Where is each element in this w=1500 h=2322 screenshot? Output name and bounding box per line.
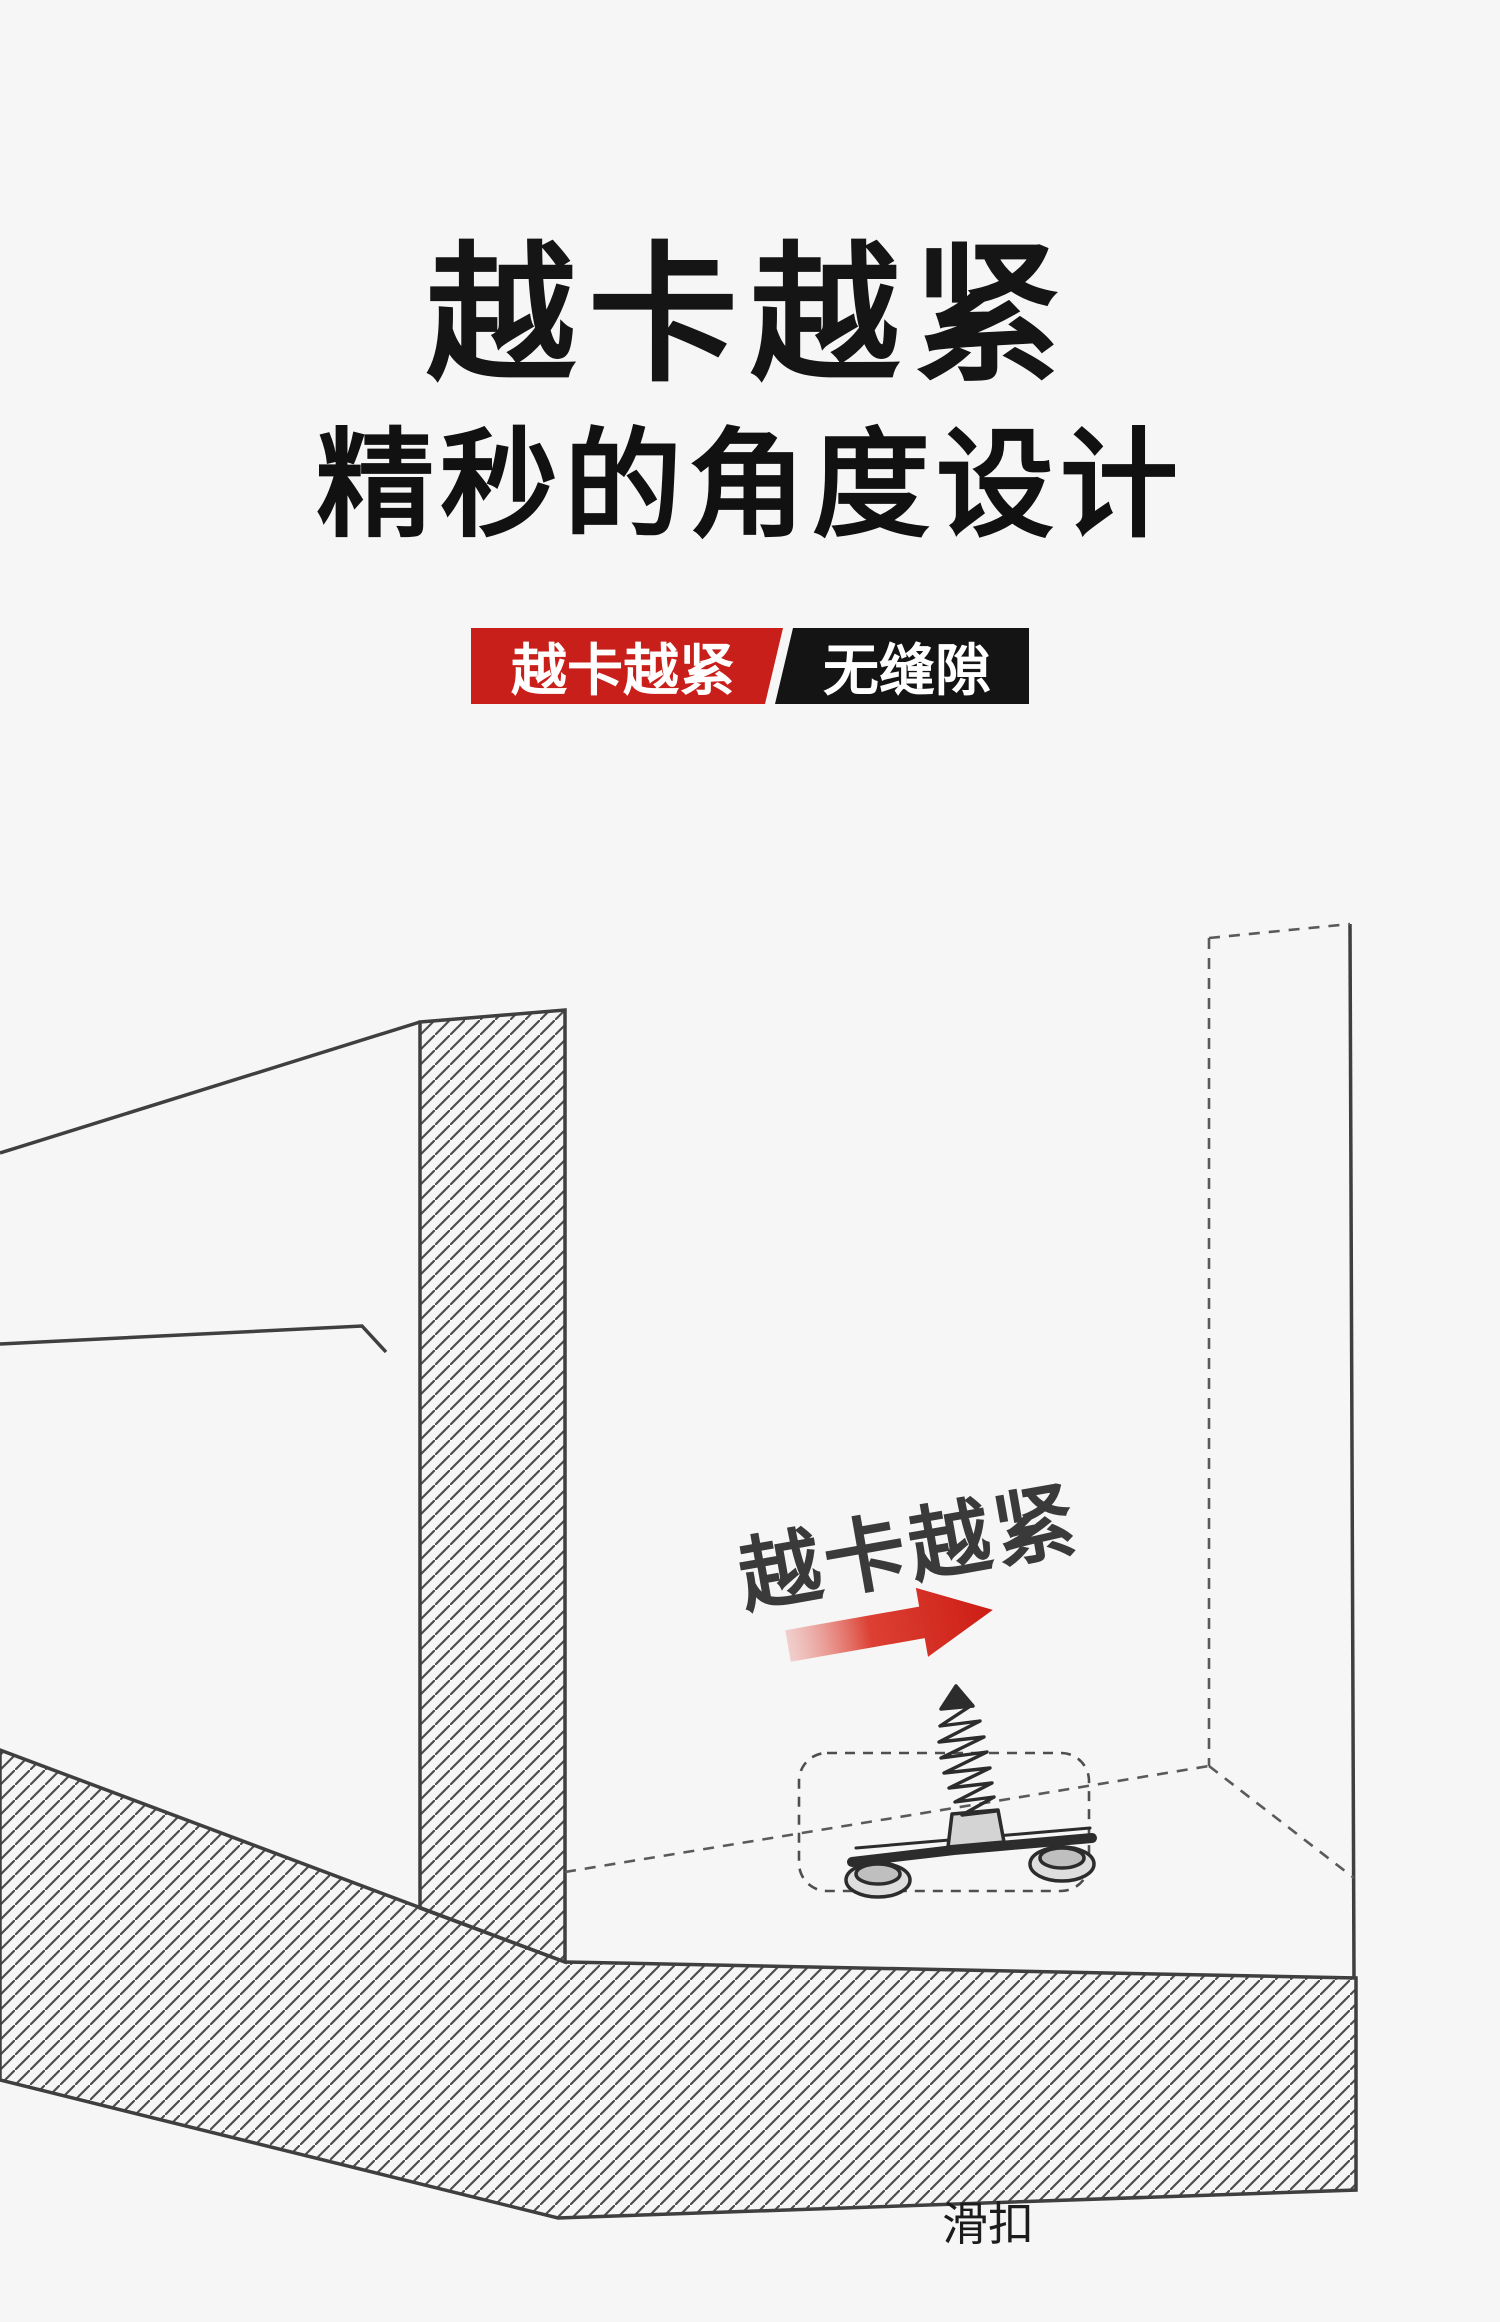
page-title: 越卡越紧: [425, 229, 1074, 403]
part-label: 滑扣: [942, 2197, 1034, 2251]
badge-row: 越卡越紧 无缝隙: [0, 628, 1500, 704]
connector-fitting: [844, 1684, 1097, 1899]
left-side-panel: [418, 1008, 567, 1965]
badge-seamless: 无缝隙: [775, 628, 1029, 704]
fitting-bar: [847, 1833, 1097, 1867]
badge-seamless-label: 无缝隙: [823, 638, 991, 704]
right-panel-edge: [1348, 923, 1356, 1979]
fitting-highlight-outline: [797, 1751, 1091, 1893]
back-panel-edges: [0, 1020, 421, 1354]
badge-tight: 越卡越紧: [471, 628, 783, 704]
hidden-edges: [564, 922, 1355, 1880]
screw-thread: [937, 1703, 998, 1817]
direction-arrow-icon: [785, 1587, 993, 1662]
fitting-hub: [946, 1808, 1006, 1849]
badge-tight-label: 越卡越紧: [511, 638, 735, 704]
bottom-panel: [0, 1748, 1358, 2220]
page-subtitle: 精秒的角度设计: [315, 416, 1184, 554]
